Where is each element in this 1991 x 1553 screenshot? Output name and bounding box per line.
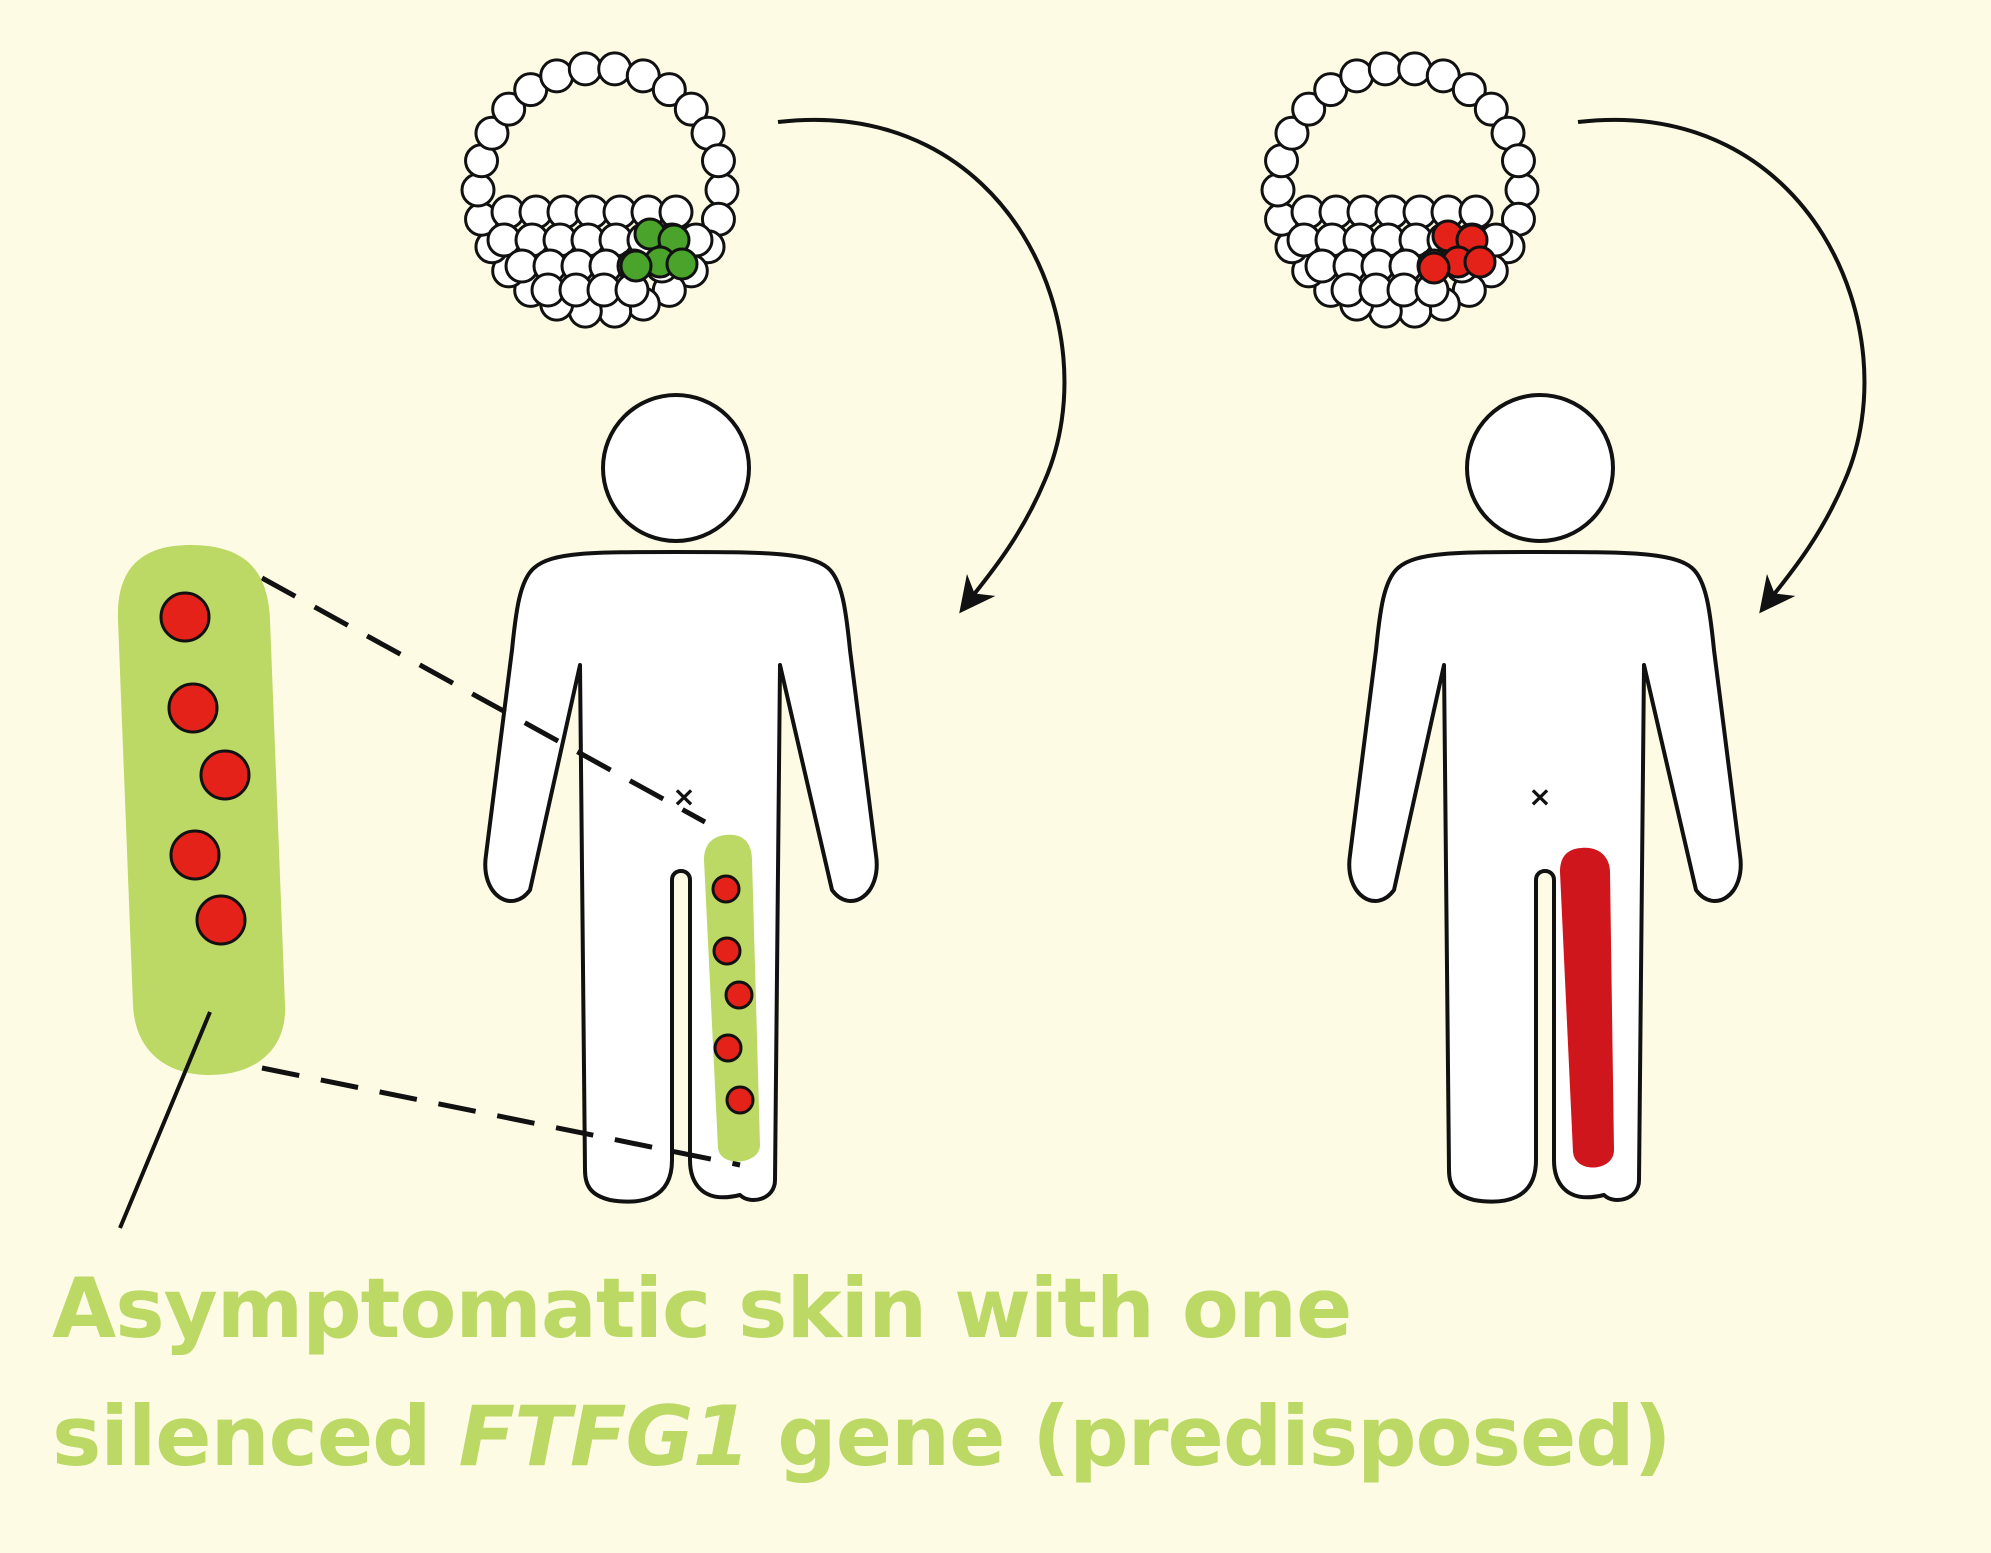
trophoblast-cell <box>651 72 687 108</box>
svg-text:×: × <box>1528 780 1551 813</box>
trophoblast-cell <box>1504 172 1540 208</box>
red-spot-enlarged <box>195 894 247 946</box>
marked-cell <box>1417 251 1451 285</box>
marked-cell <box>1463 245 1497 279</box>
marked-cell <box>619 249 653 283</box>
trophoblast-cell <box>539 58 575 94</box>
trophoblast-cell <box>704 172 740 208</box>
person-outline-icon-right: × <box>1347 393 1743 1204</box>
svg-text:×: × <box>672 780 695 813</box>
trophoblast-cell <box>1451 72 1487 108</box>
red-spot <box>711 874 741 904</box>
trophoblast-cell <box>1274 115 1310 151</box>
trophoblast-cell <box>491 91 527 127</box>
trophoblast-cell <box>1291 91 1327 127</box>
trophoblast-cell <box>1500 143 1536 179</box>
red-spot <box>712 936 742 966</box>
blastocyst-red-cells-icon <box>1260 51 1540 329</box>
trophoblast-cell <box>1397 51 1433 87</box>
red-spot <box>724 980 754 1010</box>
caption-line-2-end: gene (predisposed) <box>749 1388 1671 1485</box>
red-spot-enlarged <box>169 829 221 881</box>
blastocyst-green-cells-icon <box>460 51 740 329</box>
trophoblast-cell <box>597 51 633 87</box>
person-outline-icon-left: × <box>483 393 879 1204</box>
trophoblast-cell <box>460 172 496 208</box>
zoomed-skin-inset <box>117 545 286 1075</box>
trophoblast-cell <box>700 143 736 179</box>
red-spot <box>713 1033 743 1063</box>
trophoblast-cell <box>474 115 510 151</box>
trophoblast-cell <box>567 51 603 87</box>
trophoblast-cell <box>673 91 709 127</box>
curved-arrow-left <box>777 118 1067 614</box>
mosaic-skin-stripe <box>704 834 760 1162</box>
lesion-stripe <box>1560 847 1614 1168</box>
red-spot <box>725 1085 755 1115</box>
red-spot-enlarged <box>159 591 211 643</box>
red-spot-enlarged <box>199 749 251 801</box>
caption-line-2: silenced FTFG1 gene (predisposed) <box>52 1373 1932 1501</box>
red-spot-enlarged <box>167 682 219 734</box>
trophoblast-cell <box>1339 58 1375 94</box>
zoom-dashed-lines <box>260 575 741 1168</box>
gene-name: FTFG1 <box>458 1388 751 1485</box>
caption-pointer-line <box>118 1011 212 1229</box>
caption-line-2-start: silenced <box>52 1388 459 1485</box>
trophoblast-cell <box>1260 172 1296 208</box>
trophoblast-cell <box>1473 91 1509 127</box>
curved-arrow-right <box>1577 118 1867 614</box>
trophoblast-cell <box>1367 51 1403 87</box>
marked-cell <box>665 247 699 281</box>
caption: Asymptomatic skin with one silenced FTFG… <box>52 1245 1932 1501</box>
caption-line-1: Asymptomatic skin with one <box>52 1260 1352 1357</box>
